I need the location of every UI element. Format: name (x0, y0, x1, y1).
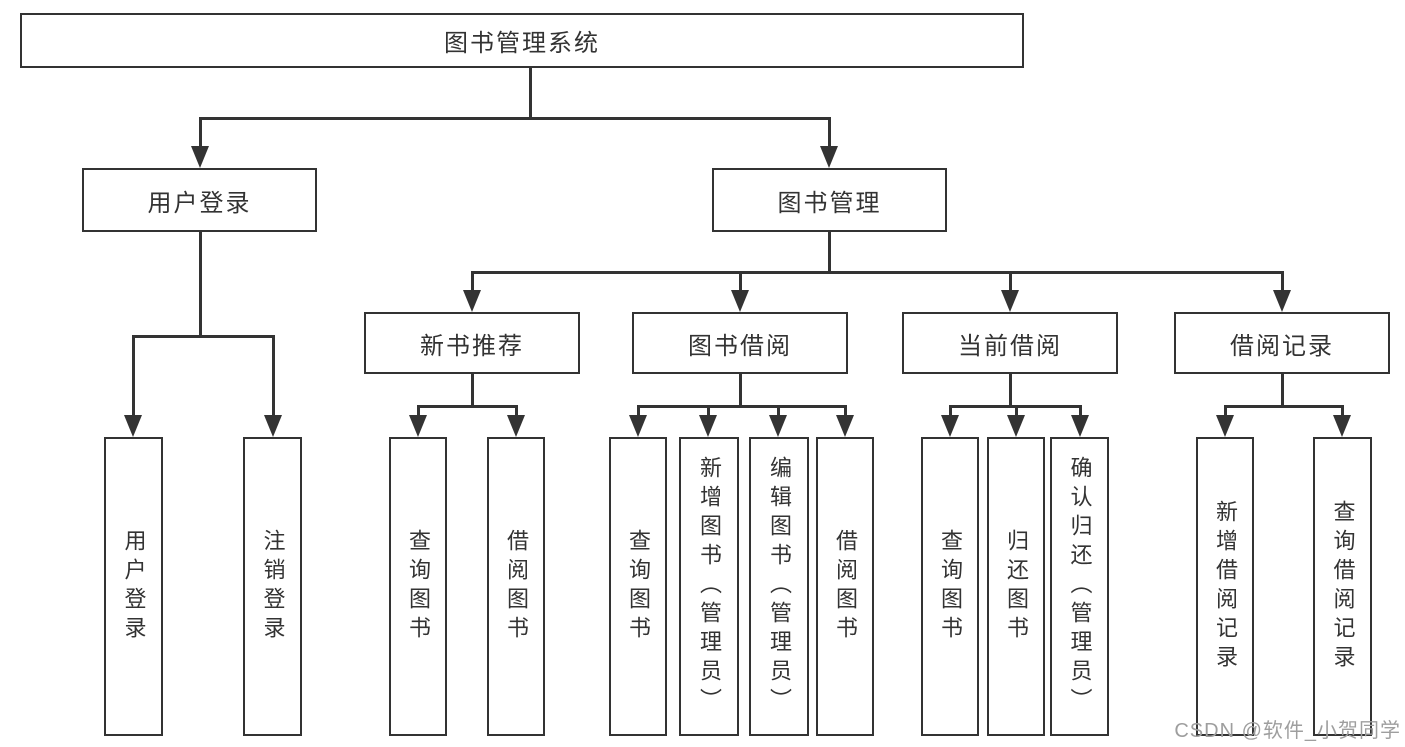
connector-br1-stem (1224, 405, 1227, 417)
leaf-borrow-edit-books-admin-label: 编辑图书（管理员） (767, 456, 792, 717)
arrowhead-l3-1 (463, 290, 481, 312)
arrowhead-leaf-user1 (124, 415, 142, 437)
arrowhead-bb2 (699, 415, 717, 437)
node-book-management: 图书管理 (712, 168, 947, 232)
connector-l3-4-stem (1281, 271, 1284, 293)
connector-bb1-stem (637, 405, 640, 417)
arrowhead-l3-4 (1273, 290, 1291, 312)
connector-nb-rail (417, 405, 518, 408)
arrowhead-bb1 (629, 415, 647, 437)
connector-root-stem (529, 68, 532, 118)
connector-leaf-user2-stem (272, 335, 275, 417)
connector-br2-stem (1341, 405, 1344, 417)
connector-user-split-stem (199, 231, 202, 336)
leaf-borrow-borrow-books-label: 借阅图书 (833, 528, 858, 645)
node-current-borrow: 当前借阅 (902, 312, 1118, 374)
connector-level3-rail (471, 271, 1283, 274)
connector-br-rail (1224, 405, 1343, 408)
node-new-book-recommend-label: 新书推荐 (420, 332, 524, 360)
arrowhead-leaf-user2 (264, 415, 282, 437)
arrowhead-bb3 (769, 415, 787, 437)
node-user-login: 用户登录 (82, 168, 317, 232)
leaf-newbook-query-books-label: 查询图书 (406, 528, 431, 645)
leaf-user-login: 用户登录 (104, 437, 163, 736)
leaf-borrow-query-books: 查询图书 (609, 437, 667, 736)
connector-bm-stem (828, 231, 831, 273)
leaf-newbook-borrow-books-label: 借阅图书 (504, 528, 529, 645)
connector-nb1-stem (417, 405, 420, 417)
leaf-borrow-borrow-books: 借阅图书 (816, 437, 874, 736)
arrowhead-l3-3 (1001, 290, 1019, 312)
arrowhead-l3-2 (731, 290, 749, 312)
connector-level2-rail (199, 117, 831, 120)
leaf-borrow-add-books-admin: 新增图书（管理员） (679, 437, 739, 736)
leaf-current-return-books-label: 归还图书 (1004, 528, 1029, 645)
connector-cb2-stem (1015, 405, 1018, 417)
node-root-system: 图书管理系统 (20, 13, 1024, 68)
node-current-borrow-label: 当前借阅 (958, 332, 1062, 360)
leaf-logout: 注销登录 (243, 437, 302, 736)
connector-bb-rail (637, 405, 846, 408)
leaf-current-return-books: 归还图书 (987, 437, 1045, 736)
connector-leaf-user1-stem (132, 335, 135, 417)
node-book-management-label: 图书管理 (777, 189, 882, 217)
arrowhead-book-mgmt (820, 146, 838, 168)
arrowhead-cb1 (941, 415, 959, 437)
connector-nb-stem (471, 374, 474, 407)
leaf-current-confirm-return-admin-label: 确认归还（管理员） (1067, 456, 1093, 717)
connector-bb3-stem (777, 405, 780, 417)
leaf-borrow-query-books-label: 查询图书 (626, 528, 651, 645)
connector-cb1-stem (949, 405, 952, 417)
leaf-records-add-record-label: 新增借阅记录 (1213, 499, 1238, 674)
arrowhead-nb1 (409, 415, 427, 437)
node-borrow-records: 借阅记录 (1174, 312, 1390, 374)
leaf-newbook-borrow-books: 借阅图书 (487, 437, 545, 736)
leaf-records-query-record-label: 查询借阅记录 (1330, 499, 1356, 674)
leaf-records-add-record: 新增借阅记录 (1196, 437, 1254, 736)
connector-user-rail (132, 335, 275, 338)
connector-cb3-stem (1079, 405, 1082, 417)
leaf-borrow-add-books-admin-label: 新增图书（管理员） (697, 456, 722, 717)
leaf-current-query-books: 查询图书 (921, 437, 979, 736)
node-new-book-recommend: 新书推荐 (364, 312, 580, 374)
connector-book-mgmt-stem (828, 117, 831, 147)
node-book-borrow-label: 图书借阅 (688, 332, 792, 360)
leaf-user-login-label: 用户登录 (121, 528, 147, 645)
connector-l3-3-stem (1009, 271, 1012, 293)
leaf-current-confirm-return-admin: 确认归还（管理员） (1050, 437, 1109, 736)
csdn-watermark: CSDN @软件_小贺同学 (1174, 714, 1401, 743)
leaf-newbook-query-books: 查询图书 (389, 437, 447, 736)
connector-user-login-stem (199, 117, 202, 147)
arrowhead-cb3 (1071, 415, 1089, 437)
node-root-system-label: 图书管理系统 (444, 30, 600, 57)
node-user-login-label: 用户登录 (147, 189, 252, 217)
connector-bb4-stem (844, 405, 847, 417)
node-book-borrow: 图书借阅 (632, 312, 848, 374)
arrowhead-cb2 (1007, 415, 1025, 437)
connector-l3-1-stem (471, 271, 474, 293)
connector-bb2-stem (707, 405, 710, 417)
leaf-borrow-edit-books-admin: 编辑图书（管理员） (749, 437, 809, 736)
node-borrow-records-label: 借阅记录 (1230, 332, 1334, 360)
leaf-records-query-record: 查询借阅记录 (1313, 437, 1372, 736)
connector-br-stem (1281, 374, 1284, 407)
connector-l3-2-stem (739, 271, 742, 293)
connector-bb-stem (739, 374, 742, 407)
csdn-watermark-text: CSDN @软件_小贺同学 (1174, 720, 1401, 742)
leaf-current-query-books-label: 查询图书 (938, 528, 963, 645)
arrowhead-user-login (191, 146, 209, 168)
arrowhead-br2 (1333, 415, 1351, 437)
arrowhead-br1 (1216, 415, 1234, 437)
connector-cb-stem (1009, 374, 1012, 407)
arrowhead-bb4 (836, 415, 854, 437)
leaf-logout-label: 注销登录 (260, 528, 286, 645)
connector-nb2-stem (515, 405, 518, 417)
arrowhead-nb2 (507, 415, 525, 437)
